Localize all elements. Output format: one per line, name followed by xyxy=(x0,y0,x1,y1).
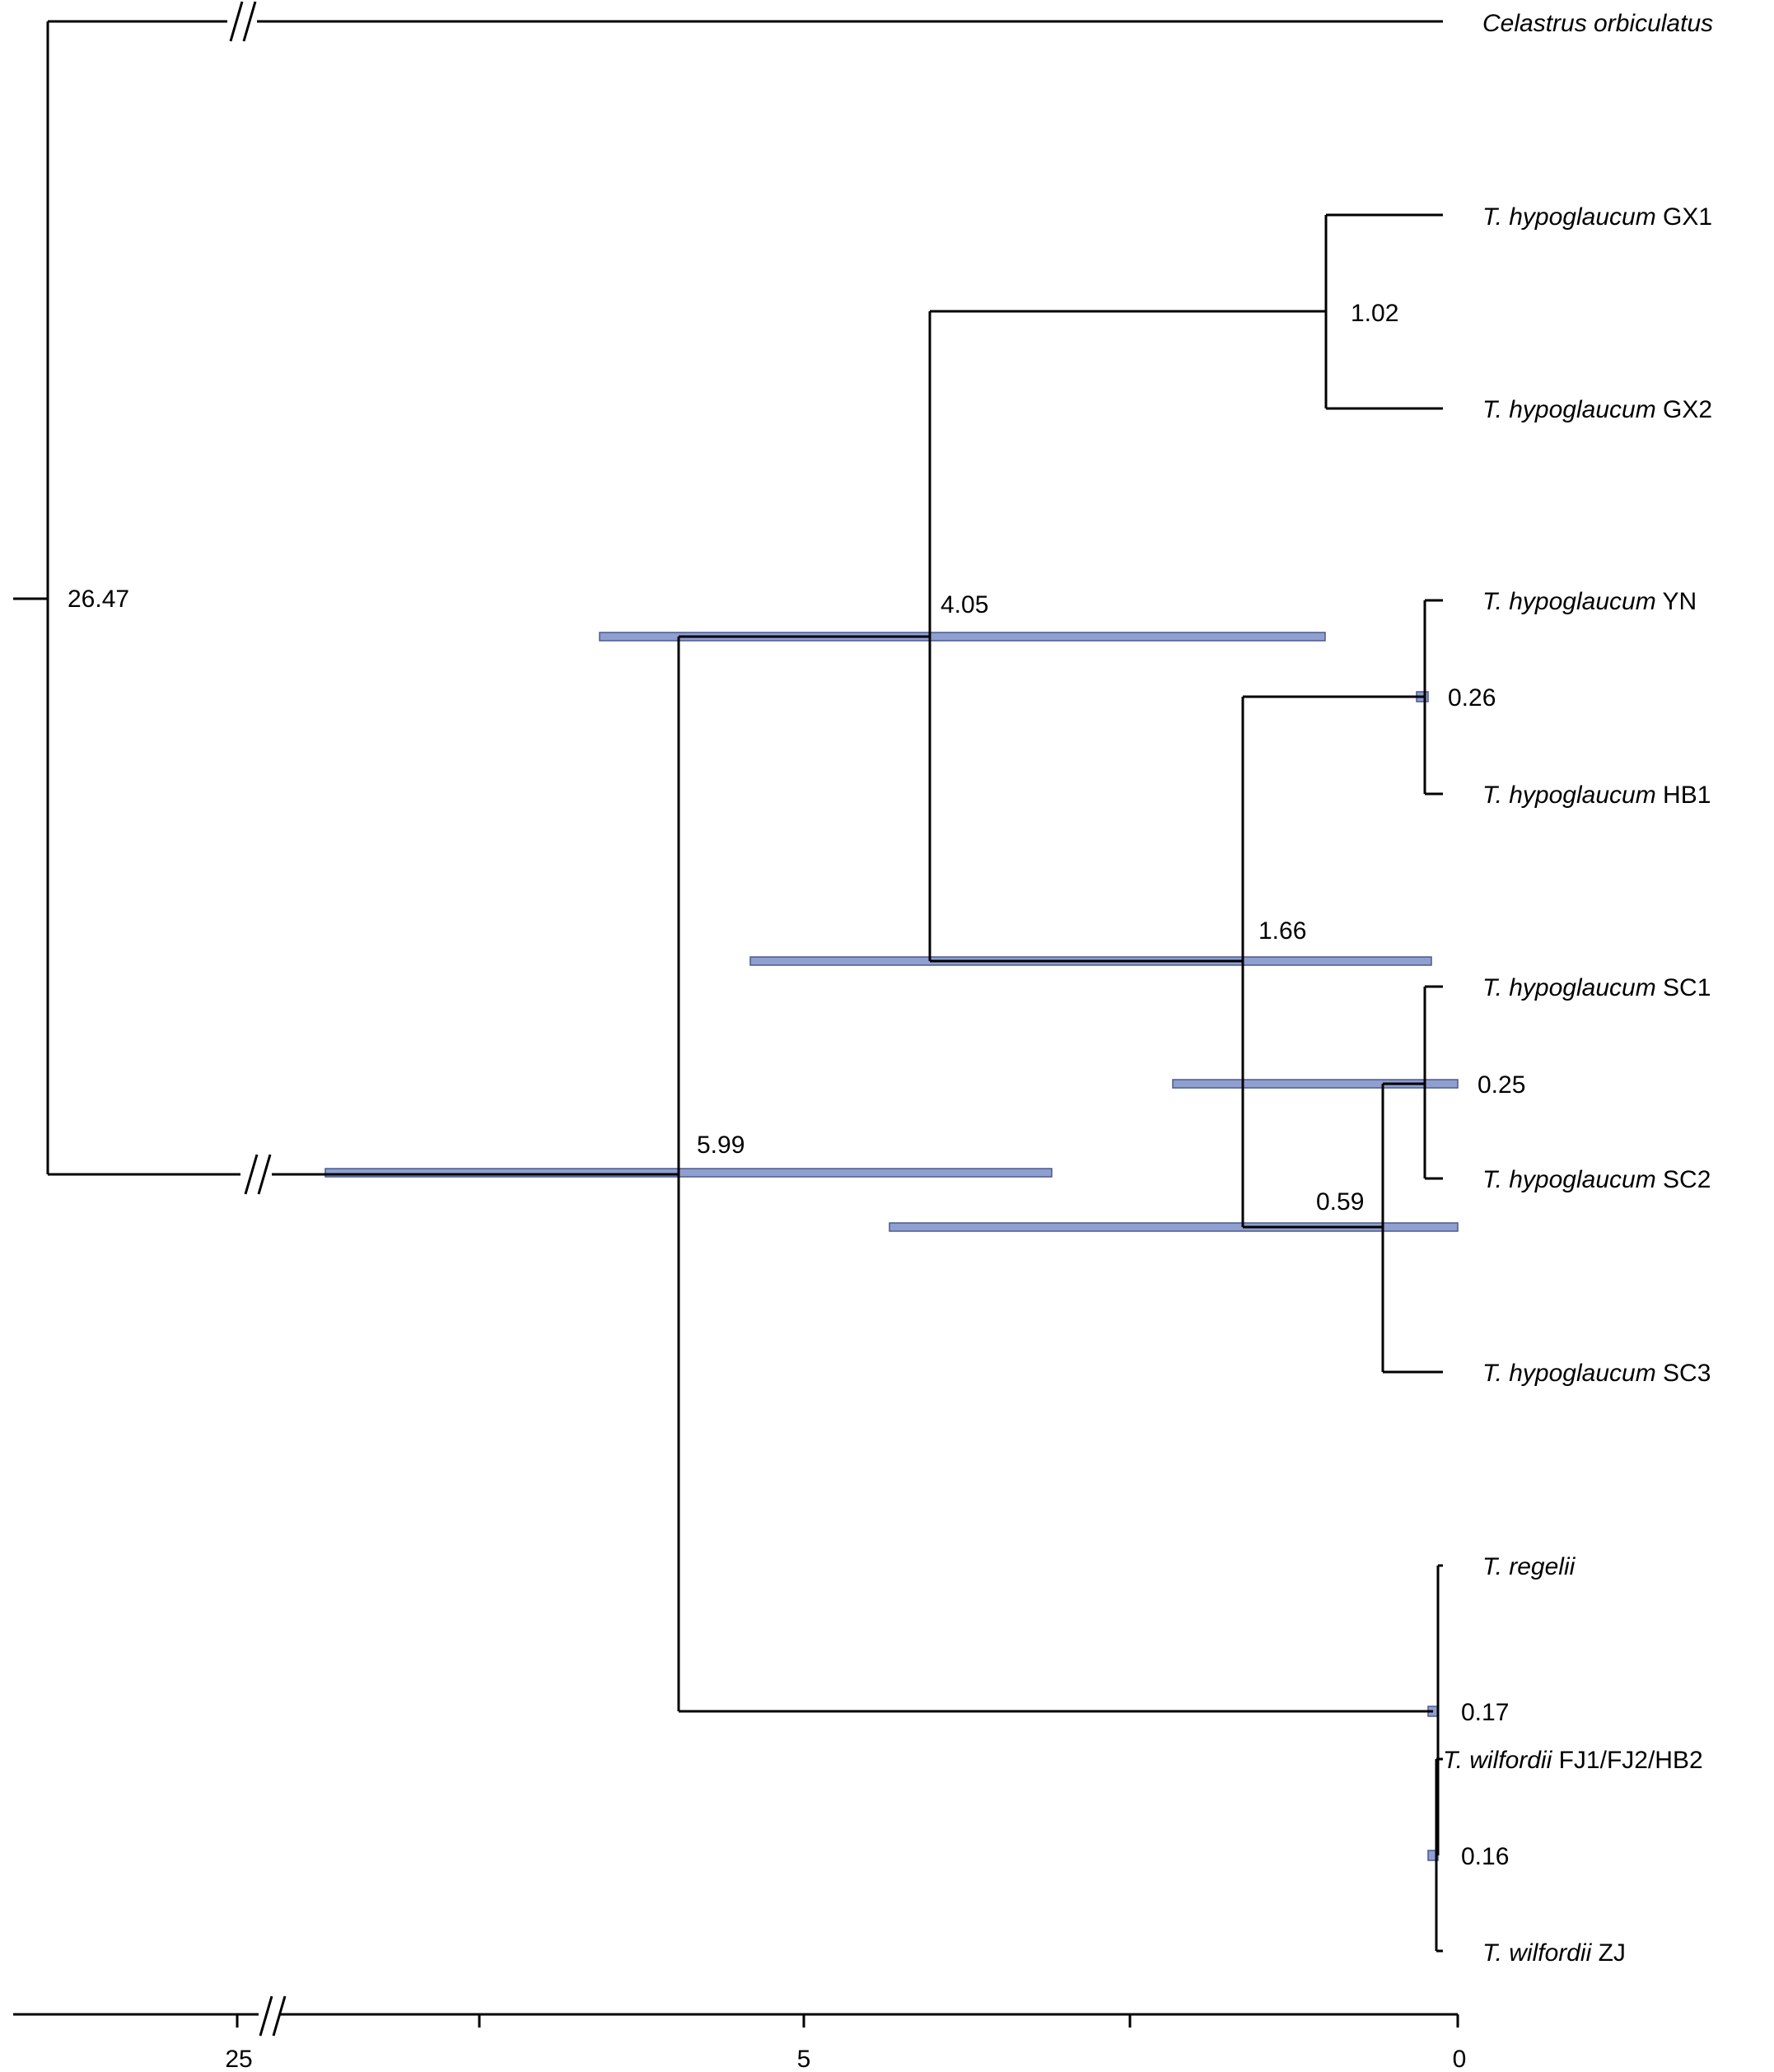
node-age-1-66: 1.66 xyxy=(1258,917,1306,945)
taxon-label-sc1: T. hypoglaucum SC1 xyxy=(1482,974,1711,1001)
ingroup-break-2 xyxy=(257,1154,272,1195)
time-axis: 25 5 0 xyxy=(13,1995,1467,2072)
node-age-0-25: 0.25 xyxy=(1478,1071,1525,1099)
taxon-label-wilfordii-fj: T. wilfordii FJ1/FJ2/HB2 xyxy=(1443,1747,1703,1774)
node-age-0-17: 0.17 xyxy=(1461,1699,1509,1726)
node-age-0-59: 0.59 xyxy=(1316,1188,1364,1216)
hpd-bar-0-25 xyxy=(1172,1079,1459,1089)
taxon-labels: Celastrus orbiculatus T. hypoglaucum GX1… xyxy=(1443,10,1713,1967)
taxon-label-celastrus: Celastrus orbiculatus xyxy=(1482,10,1713,37)
outgroup-break-1 xyxy=(229,1,244,42)
node-age-4-05: 4.05 xyxy=(941,591,988,618)
node-age-0-16: 0.16 xyxy=(1461,1843,1509,1870)
node-age-1-02: 1.02 xyxy=(1351,300,1398,327)
taxon-label-wilfordii-zj: T. wilfordii ZJ xyxy=(1482,1939,1626,1967)
branch-break-symbols xyxy=(229,1,272,1195)
axis-break-1 xyxy=(259,1995,273,2037)
axis-tick-label-25: 25 xyxy=(225,2046,252,2072)
taxon-label-hb1: T. hypoglaucum HB1 xyxy=(1482,782,1711,809)
node-age-labels: 26.47 5.99 4.05 1.66 1.02 0.59 0.26 0.25… xyxy=(68,300,1525,1870)
taxon-label-yn: T. hypoglaucum YN xyxy=(1482,588,1697,615)
hpd-bars xyxy=(324,632,1459,1861)
outgroup-break-2 xyxy=(242,1,257,42)
taxon-label-sc3: T. hypoglaucum SC3 xyxy=(1482,1360,1711,1387)
node-age-5-99: 5.99 xyxy=(697,1132,745,1159)
hpd-bar-4-05 xyxy=(599,632,1326,642)
taxon-label-gx2: T. hypoglaucum GX2 xyxy=(1482,396,1712,423)
node-age-26-47: 26.47 xyxy=(68,586,129,613)
taxon-label-regelii: T. regelii xyxy=(1482,1553,1576,1580)
axis-break-2 xyxy=(272,1995,287,2037)
axis-tick-label-5: 5 xyxy=(797,2046,811,2072)
node-age-0-26: 0.26 xyxy=(1448,684,1496,712)
taxon-label-gx1: T. hypoglaucum GX1 xyxy=(1482,203,1712,231)
branches xyxy=(13,20,1443,1953)
hpd-bar-5-99 xyxy=(324,1168,1053,1178)
taxon-label-sc2: T. hypoglaucum SC2 xyxy=(1482,1166,1711,1193)
axis-tick-label-0: 0 xyxy=(1453,2046,1467,2072)
ingroup-break-1 xyxy=(244,1154,259,1195)
hpd-bar-0-59 xyxy=(889,1222,1459,1232)
